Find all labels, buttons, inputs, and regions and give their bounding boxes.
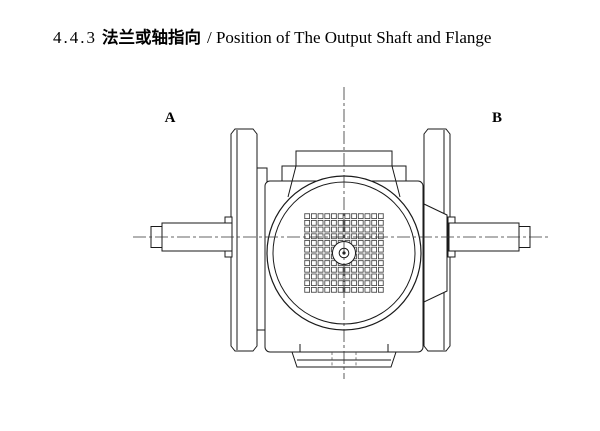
section-title-en: / Position of The Output Shaft and Flang…	[207, 28, 492, 47]
left-flange	[230, 128, 258, 352]
position-label-a: A	[165, 110, 176, 126]
position-label-b: B	[492, 110, 502, 126]
section-title: 4.4.3 法兰或轴指向 / Position of The Output Shaf…	[53, 24, 491, 48]
cowl-taper-line-right	[391, 165, 401, 198]
section-title-zh: 法兰或轴指向	[102, 28, 201, 47]
cowl-taper-line-left	[287, 165, 297, 198]
section-number: 4.4.3	[53, 28, 97, 47]
right-hub-boss	[423, 203, 448, 303]
